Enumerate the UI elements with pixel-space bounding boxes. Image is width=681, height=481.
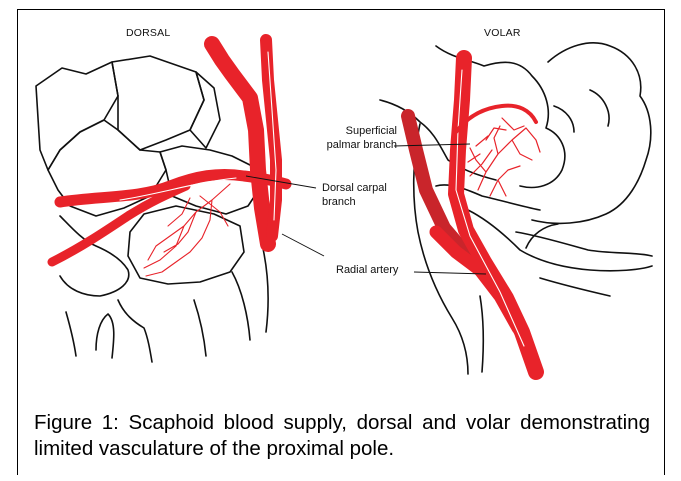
superficial-palmar-branch-label: Superficial palmar branch	[325, 124, 397, 152]
label-line: Dorsal carpal	[322, 181, 387, 195]
dorsal-bone-outline	[118, 300, 152, 362]
dorsal-carpal-branch-label: Dorsal carpal branch	[322, 181, 387, 209]
volar-bone-outline	[526, 224, 558, 248]
dorsal-bone-outline	[232, 272, 250, 340]
volar-bone-outline	[516, 232, 652, 256]
volar-microvessels	[468, 118, 540, 196]
volar-bone-outline	[554, 90, 609, 132]
dorsal-view	[36, 40, 286, 362]
dorsal-bone-outline	[96, 314, 114, 358]
volar-bone-outline	[468, 210, 652, 271]
radial-artery-leader	[282, 234, 324, 256]
dorsal-bone-outline	[194, 300, 206, 356]
volar-bone-outline	[480, 296, 483, 372]
dorsal-bone-outline	[112, 56, 204, 150]
volar-bone-outline	[540, 278, 610, 296]
dorsal-bone-outline	[128, 206, 244, 284]
volar-bone-outline	[532, 43, 651, 224]
label-line: Superficial	[325, 124, 397, 138]
dorsal-view-title: DORSAL	[126, 27, 170, 39]
dorsal-bone-outline	[36, 62, 118, 170]
dorsal-bone-outline	[262, 244, 268, 332]
dorsal-radial-artery	[212, 44, 268, 244]
radial-artery-label: Radial artery	[336, 263, 398, 277]
volar-view-title: VOLAR	[484, 27, 521, 39]
dorsal-bone-outline	[190, 72, 220, 148]
dorsal-bone-outline	[66, 312, 76, 356]
label-line: branch	[322, 195, 387, 209]
label-line: palmar branch	[325, 138, 397, 152]
volar-view	[380, 43, 652, 374]
figure-caption: Figure 1: Scaphoid blood supply, dorsal …	[34, 410, 650, 462]
